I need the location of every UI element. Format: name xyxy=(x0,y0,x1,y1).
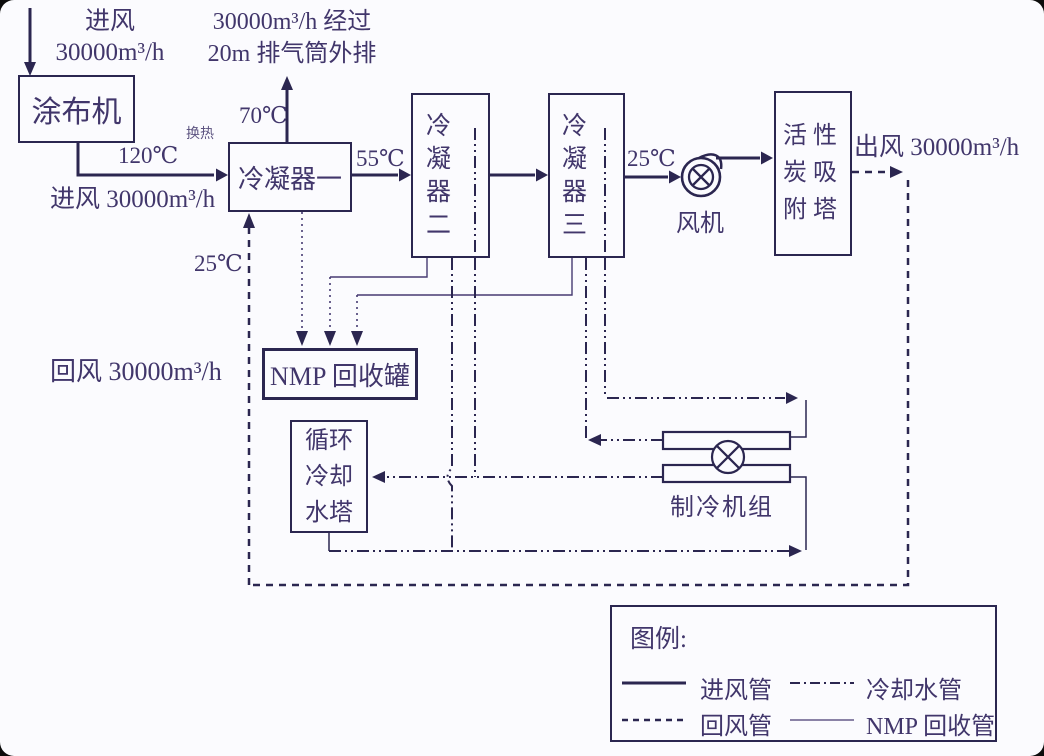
condenser2-box: 冷凝器二 xyxy=(411,93,490,258)
temp-25-return-label: 25℃ xyxy=(194,251,243,276)
chiller-unit-icon xyxy=(661,430,792,484)
legend-label-return: 回风管 xyxy=(700,714,772,740)
coater-label: 涂布机 xyxy=(31,96,122,129)
fan-label: 风机 xyxy=(676,211,724,237)
carbon-tower-label: 活性炭吸附塔 xyxy=(783,122,843,224)
temp-25-fan-label: 25℃ xyxy=(627,146,676,171)
cooling-tower-label: 循环冷却水塔 xyxy=(305,427,353,526)
outlet-label: 出风 30000m³/h xyxy=(854,134,1020,161)
temp-120-label: 120℃ xyxy=(118,143,179,168)
intake-top-line1: 进风 xyxy=(84,8,135,35)
legend-sample-solid xyxy=(622,681,686,685)
legend-label-nmp: NMP 回收管 xyxy=(866,714,996,740)
stack-line2: 20m 排气筒外排 xyxy=(207,41,377,68)
condenser1-box: 冷凝器一 xyxy=(228,142,352,212)
legend-title: 图例: xyxy=(630,626,687,653)
cooling-tower-box: 循环冷却水塔 xyxy=(290,420,368,533)
chiller-label: 制冷机组 xyxy=(670,495,774,521)
legend-label-cooling: 冷却水管 xyxy=(866,678,962,704)
condenser2-label: 冷凝器二 xyxy=(425,112,451,239)
intake-top-label: 进风 30000m³/h xyxy=(40,6,180,69)
exhaust-arrowhead xyxy=(281,76,293,90)
intake-top-line2: 30000m³/h xyxy=(55,39,165,67)
cooling-water-arrowheads xyxy=(372,392,802,557)
temp-70-label: 70℃ xyxy=(239,103,288,128)
nmp-arrowheads xyxy=(296,331,363,346)
stack-line1: 30000m³/h 经过 xyxy=(212,9,372,35)
fan-icon xyxy=(680,153,723,198)
legend-box: 图例: 进风管 冷却水管 回风管 NMP 回收管 xyxy=(610,605,997,742)
condenser3-box: 冷凝器三 xyxy=(548,93,625,258)
nmp-tank-box: NMP 回收罐 xyxy=(262,348,418,400)
heat-exchange-label: 换热 xyxy=(186,127,214,142)
stack-label: 30000m³/h 经过 20m 排气筒外排 xyxy=(192,6,392,71)
legend-sample-dashed xyxy=(622,718,686,722)
condenser3-label: 冷凝器三 xyxy=(561,112,587,239)
carbon-tower-box: 活性炭吸附塔 xyxy=(774,91,852,256)
temp-55-label: 55℃ xyxy=(356,146,405,171)
chiller-connectors xyxy=(328,400,807,551)
return-air-label: 回风 30000m³/h xyxy=(50,357,222,386)
coater-box: 涂布机 xyxy=(18,75,135,143)
nmp-tank-label: NMP 回收罐 xyxy=(270,361,410,391)
legend-sample-thin xyxy=(790,719,854,721)
intake-mid-label: 进风 30000m³/h xyxy=(50,186,216,213)
condenser1-label: 冷凝器一 xyxy=(237,164,342,194)
legend-sample-dashdot xyxy=(790,682,854,684)
legend-label-supply: 进风管 xyxy=(700,678,772,704)
